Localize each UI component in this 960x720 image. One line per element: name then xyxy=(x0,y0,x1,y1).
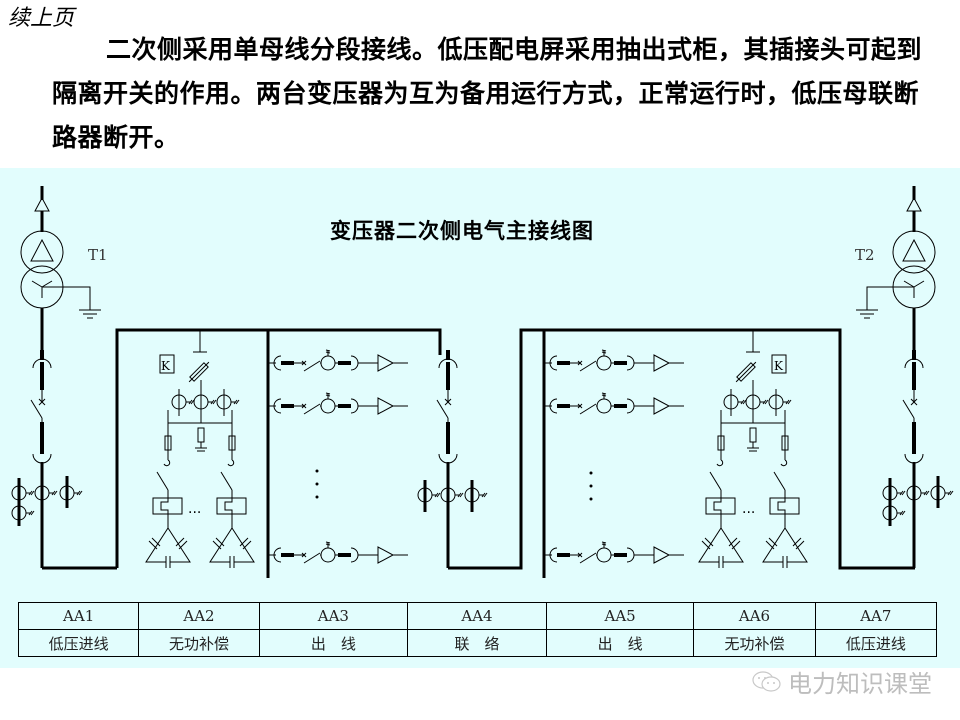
bus-tie-aa4 xyxy=(417,328,915,570)
cabinet-id-cell: AA7 xyxy=(814,602,938,630)
cabinet-id-cell: AA1 xyxy=(17,602,140,630)
cabinet-function-cell: 无功补偿 xyxy=(138,629,260,657)
cabinet-function-cell: 低压进线 xyxy=(814,629,938,657)
k-label-aa2: K xyxy=(161,359,171,373)
k-label-aa6: K xyxy=(774,359,784,373)
cabinet-id-cell: AA4 xyxy=(407,602,547,630)
cabinet-table: AA1 AA2 AA3 AA4 AA5 AA6 AA7 低压进线 无功补偿 出 … xyxy=(17,602,938,657)
diagram-title: 变压器二次侧电气主接线图 xyxy=(330,218,594,243)
single-line-diagram: K ··· xyxy=(11,186,954,578)
cabinet-function-cell: 出 线 xyxy=(258,629,409,657)
transformer-t2-column xyxy=(856,186,954,568)
transformer-label-t2: T2 xyxy=(855,246,875,264)
watermark-text: 电力知识课堂 xyxy=(788,670,932,698)
cabinet-id-row: AA1 AA2 AA3 AA4 AA5 AA6 AA7 xyxy=(17,602,938,630)
wechat-icon xyxy=(752,670,781,692)
cabinet-function-cell: 联 络 xyxy=(407,629,547,657)
diagram-panel xyxy=(0,168,960,668)
capacitor-cabinet-aa6 xyxy=(698,330,808,569)
watermark: 电力知识课堂 xyxy=(752,664,932,699)
cabinet-function-cell: 出 线 xyxy=(545,629,695,657)
cabinet-id-cell: AA5 xyxy=(545,602,695,630)
cabinet-id-cell: AA2 xyxy=(138,602,260,630)
cabinet-function-cell: 低压进线 xyxy=(17,629,140,657)
capacitor-cabinet-aa2 xyxy=(145,330,255,569)
feeder-cabinet-aa5 xyxy=(542,348,686,565)
ellipsis-aa6: ··· xyxy=(742,505,755,521)
transformer-label-t1: T1 xyxy=(88,246,108,264)
ellipsis-aa2: ··· xyxy=(188,505,201,521)
cabinet-id-cell: AA3 xyxy=(258,602,409,630)
feeder-cabinet-aa3 xyxy=(266,348,410,565)
description-text: 二次侧采用单母线分段接线。低压配电屏采用抽出式柜，其插接头可起到隔离开关的作用。… xyxy=(52,35,923,152)
busbar-section-1 xyxy=(115,328,442,578)
continued-label: 续上页 xyxy=(8,6,75,31)
cabinet-function-row: 低压进线 无功补偿 出 线 联 络 出 线 无功补偿 低压进线 xyxy=(17,629,938,657)
description-paragraph: 二次侧采用单母线分段接线。低压配电屏采用抽出式柜，其插接头可起到隔离开关的作用。… xyxy=(52,28,932,160)
cabinet-id-cell: AA6 xyxy=(693,602,816,630)
transformer-t1-column xyxy=(11,186,117,570)
cabinet-function-cell: 无功补偿 xyxy=(693,629,816,657)
